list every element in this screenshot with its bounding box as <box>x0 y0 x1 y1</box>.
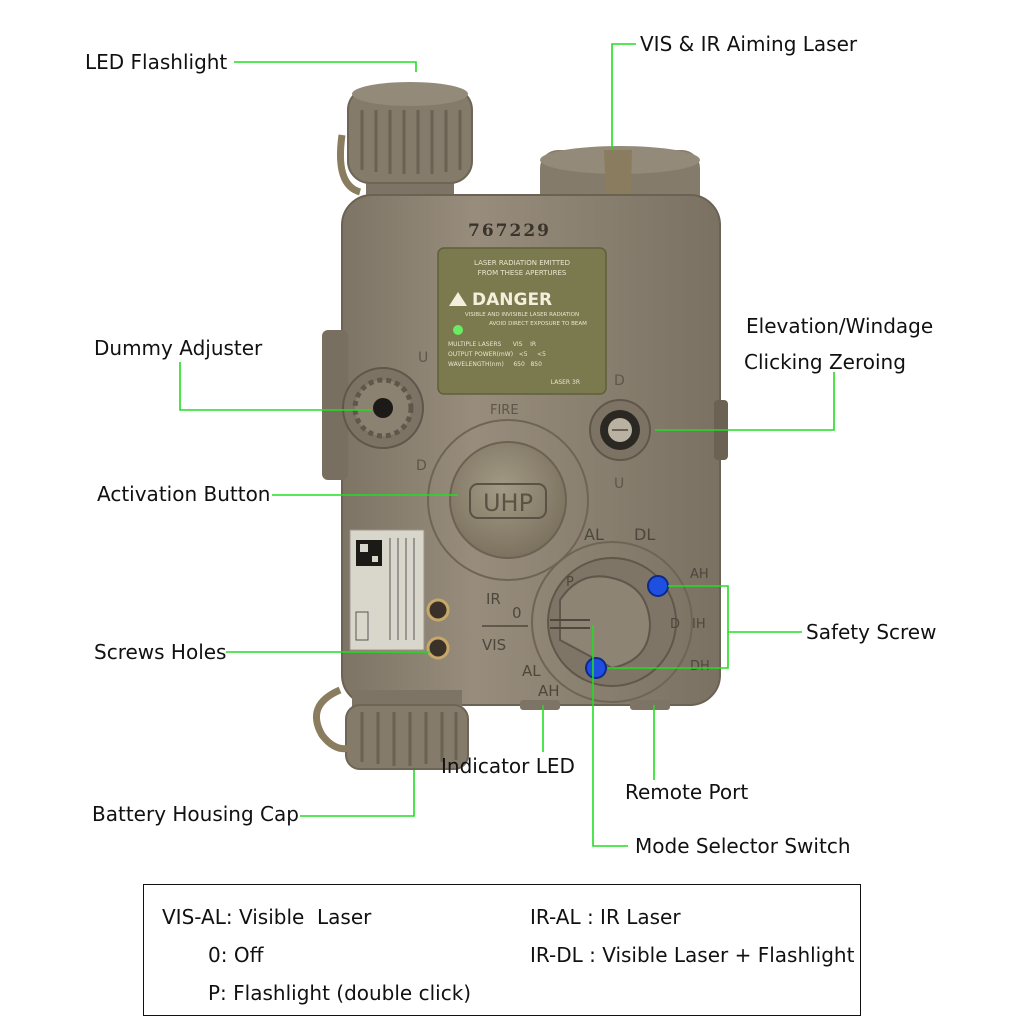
legend-ir-al-value: IR Laser <box>600 905 681 929</box>
selector-vis: VIS <box>482 636 506 654</box>
warning-line-4: AVOID DIRECT EXPOSURE TO BEAM <box>489 321 587 327</box>
callout-safety-screw: Safety Screw <box>806 620 937 644</box>
callout-screws-holes: Screws Holes <box>94 640 227 664</box>
legend-vis-al-value: Visible Laser <box>238 905 372 929</box>
warning-line-2: FROM THESE APERTURES <box>478 269 567 277</box>
selector-p: P <box>566 575 574 590</box>
knob-up-mark: U <box>418 350 428 366</box>
callout-led-flashlight: LED Flashlight <box>85 50 228 74</box>
safety-screw-lower <box>585 657 607 679</box>
leader-battery-cap <box>300 770 415 817</box>
spec-row-3: WAVELENGTH(nm) 650 850 <box>448 361 542 368</box>
legend-ir-al: IR-AL : IR Laser <box>530 907 681 927</box>
callout-elevation-line1: Elevation/Windage <box>746 314 934 338</box>
mode-legend-box: VIS-AL: Visible Laser 0: Off P: Flashlig… <box>143 884 861 1016</box>
knob-down-mark: D <box>416 458 427 474</box>
selector-dh: DH <box>690 659 710 674</box>
warning-line-1: LASER RADIATION EMITTED <box>474 259 570 267</box>
dummy-adjuster-knob: U D <box>342 350 428 474</box>
legend-ir-dl: IR-DL : Visible Laser + Flashlight <box>530 945 854 965</box>
battery-housing-cap <box>312 686 469 770</box>
legend-ir-dl-key: IR-DL : <box>530 943 596 967</box>
callout-dummy-adjuster: Dummy Adjuster <box>94 336 263 360</box>
leader-vis-ir-laser <box>611 43 636 150</box>
selector-d: D <box>670 617 680 632</box>
leader-dummy-adjuster <box>179 362 372 411</box>
legend-vis-al: VIS-AL: Visible Laser <box>162 907 371 927</box>
callout-vis-ir-laser: VIS & IR Aiming Laser <box>640 32 858 56</box>
selector-al-lower: AL <box>522 662 541 680</box>
leader-mode-selector <box>592 625 628 847</box>
elevation-windage-knob: D U <box>589 373 651 492</box>
selector-ah-lower: AH <box>538 682 560 700</box>
spec-row-1: MULTIPLE LASERS VIS IR <box>448 341 536 348</box>
warning-line-3: VISIBLE AND INVISIBLE LASER RADIATION <box>465 312 579 318</box>
spec-row-2: OUTPUT POWER(mW) <5 <5 <box>448 351 546 358</box>
activation-button: UHP <box>427 419 589 581</box>
legend-p: P: Flashlight (double click) <box>208 983 471 1003</box>
legend-off: 0: Off <box>208 945 263 965</box>
callout-battery-cap: Battery Housing Cap <box>92 802 299 826</box>
callout-activation-button: Activation Button <box>97 482 271 506</box>
callout-indicator-led: Indicator LED <box>441 754 575 778</box>
selector-ir: IR <box>486 590 501 608</box>
callout-remote-port: Remote Port <box>625 780 749 804</box>
selector-ih: IH <box>692 617 706 632</box>
legend-p-value: Flashlight (double click) <box>233 981 472 1005</box>
selector-al: AL <box>584 525 604 544</box>
leader-led-flashlight <box>234 61 417 72</box>
legend-ir-al-key: IR-AL : <box>530 905 594 929</box>
legend-ir-dl-value: Visible Laser + Flashlight <box>602 943 855 967</box>
qr-code-label <box>349 529 425 651</box>
selector-dl: DL <box>634 525 655 544</box>
leader-elevation <box>655 372 835 431</box>
button-uhp-text: UHP <box>483 489 533 517</box>
legend-off-key: 0: <box>208 943 228 967</box>
callout-leader-lines <box>179 43 835 847</box>
mode-selector-switch: AL DL AH IH DH D P IR 0 VIS AL AH <box>482 525 710 703</box>
selector-ah: AH <box>690 567 709 582</box>
laser-class: LASER 3R <box>551 379 580 386</box>
leader-safety-screw <box>608 585 729 669</box>
legend-vis-al-key: VIS-AL: <box>162 905 233 929</box>
danger-heading: DANGER <box>472 290 552 310</box>
fire-label: FIRE <box>490 403 519 418</box>
knob-elev-d-mark: D <box>614 373 625 389</box>
legend-p-key: P: <box>208 981 227 1005</box>
callout-mode-selector: Mode Selector Switch <box>635 834 851 858</box>
legend-off-value: Off <box>233 943 264 967</box>
screw-holes <box>426 598 450 660</box>
selector-off: 0 <box>512 604 522 622</box>
callout-elevation-line2: Clicking Zeroing <box>744 350 906 374</box>
safety-screw-upper <box>647 575 669 597</box>
warning-plate: LASER RADIATION EMITTED FROM THESE APERT… <box>437 247 607 395</box>
laser-aperture-glow <box>453 325 463 335</box>
serial-number: 767229 <box>468 221 551 241</box>
knob-elev-u-mark: U <box>614 476 624 492</box>
